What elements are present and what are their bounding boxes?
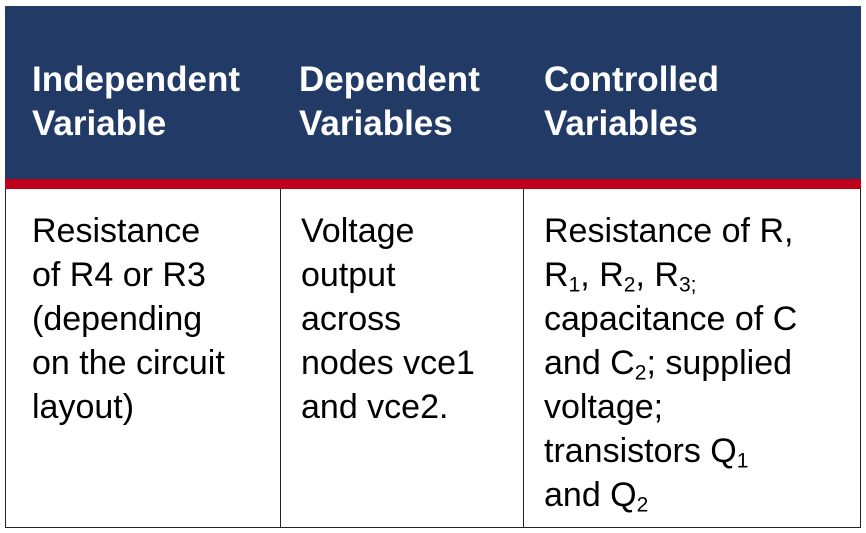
variables-table: Independent Variable Dependent Variables… bbox=[5, 6, 861, 528]
cell-dependent-variables: Voltage output across nodes vce1 and vce… bbox=[301, 212, 475, 426]
table-body-row: Resistance of R4 or R3 (depending on the… bbox=[5, 189, 861, 528]
controlled-line-transistor-q1: transistors Q1 bbox=[544, 432, 749, 473]
column-divider bbox=[280, 189, 281, 528]
column-divider bbox=[523, 189, 524, 528]
header-controlled-variables: Controlled Variables bbox=[544, 60, 719, 143]
controlled-line-capacitor: and C2; supplied bbox=[544, 344, 793, 385]
header-dependent-variables: Dependent Variables bbox=[299, 60, 480, 143]
cell-independent-variable: Resistance of R4 or R3 (depending on the… bbox=[32, 212, 225, 426]
header-red-rule bbox=[5, 179, 861, 189]
table-header-row: Independent Variable Dependent Variables… bbox=[5, 6, 861, 179]
cell-controlled-variables: Resistance of R, R1, R2, R3; capacitance… bbox=[544, 212, 798, 517]
controlled-line-transistor-q2: and Q2 bbox=[544, 476, 649, 517]
header-independent-variable: Independent Variable bbox=[32, 60, 241, 143]
controlled-line-resistors: R1, R2, R3; bbox=[544, 256, 697, 297]
